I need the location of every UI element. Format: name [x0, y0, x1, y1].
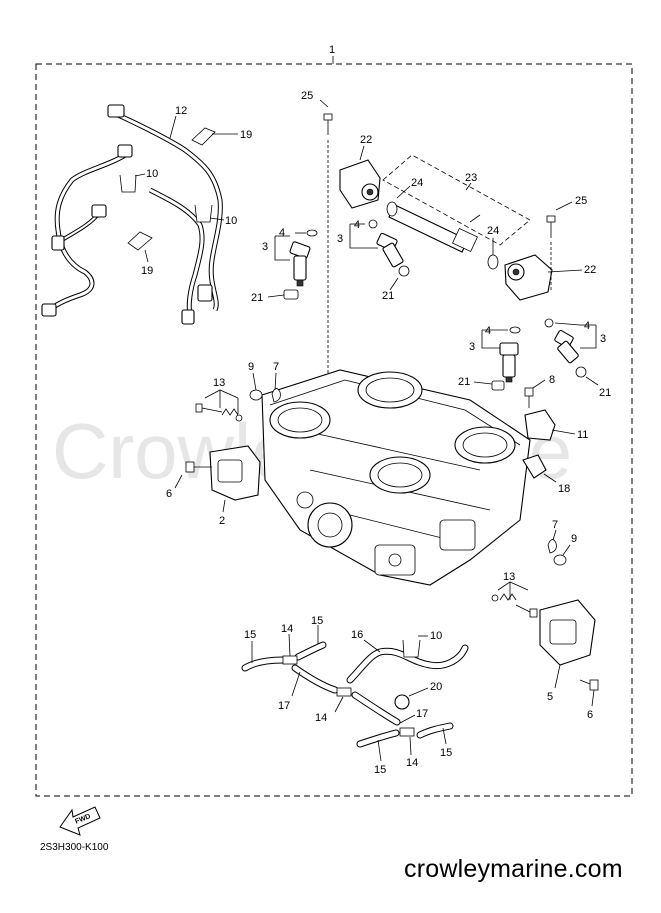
callout-13a: 13 [213, 377, 225, 389]
o-ring [544, 318, 554, 328]
fuel-injector [499, 342, 519, 383]
plug [249, 389, 263, 401]
throttle-body-assembly [261, 369, 531, 586]
intake-pressure-sensor [524, 409, 556, 441]
callout-4c: 4 [485, 325, 491, 337]
callout-7a: 7 [273, 361, 279, 373]
injector-cap [283, 289, 299, 300]
callout-3c: 3 [469, 341, 475, 353]
callout-8: 8 [549, 374, 555, 386]
callout-12: 12 [175, 105, 187, 117]
o-ring [509, 326, 521, 334]
fuel-injector [289, 241, 311, 287]
callout-25a: 25 [301, 90, 313, 102]
bolt [524, 387, 534, 408]
assembly-boundary [35, 63, 633, 797]
fuel-rail-pipe [388, 204, 481, 253]
clip [547, 539, 557, 554]
injector-cap [575, 366, 587, 378]
callout-18: 18 [558, 483, 570, 495]
temperature-sensor [522, 454, 547, 479]
adjusting-screw-set [195, 403, 243, 422]
callout-5: 5 [547, 691, 553, 703]
screw [546, 215, 556, 238]
website-label: crowleymarine.com [404, 855, 623, 883]
plug [553, 554, 567, 566]
callout-25b: 25 [575, 195, 587, 207]
callout-19b: 19 [141, 265, 153, 277]
callout-4d: 4 [584, 320, 590, 332]
harness-clamp [119, 174, 213, 223]
callout-4b: 4 [354, 219, 360, 231]
callout-17b: 17 [416, 708, 428, 720]
callout-13b: 13 [503, 571, 515, 583]
callout-11: 11 [577, 429, 588, 441]
callout-3a: 3 [262, 241, 268, 253]
callout-10a: 10 [146, 168, 158, 180]
callout-9b: 9 [571, 533, 577, 545]
fuel-delivery-head [339, 159, 381, 209]
adjusting-screw-set [491, 593, 538, 618]
callout-15a: 15 [244, 629, 256, 641]
callout-24b: 24 [487, 225, 499, 237]
fuel-rail-group-boundary [382, 154, 531, 246]
forward-direction-arrow: FWD [59, 806, 101, 836]
fuel-injector [554, 329, 579, 364]
callout-21a: 21 [251, 292, 263, 304]
callout-17a: 17 [278, 700, 290, 712]
callout-15b: 15 [311, 615, 323, 627]
o-ring [386, 201, 398, 217]
callout-4a: 4 [279, 227, 285, 239]
clip [271, 388, 281, 403]
callout-14c: 14 [406, 757, 418, 769]
injector-cap [491, 380, 505, 391]
o-ring [306, 229, 318, 237]
o-ring [368, 219, 378, 229]
leader-12 [169, 115, 177, 139]
injector-cap [398, 265, 410, 277]
callout-1: 1 [329, 44, 335, 56]
callout-6a: 6 [166, 488, 172, 500]
callout-21d: 21 [599, 387, 611, 399]
callout-15d: 15 [374, 764, 386, 776]
callout-16: 16 [351, 629, 363, 641]
vacuum-hose-set [241, 641, 469, 748]
callout-10b: 10 [225, 215, 237, 227]
callout-21c: 21 [458, 376, 470, 388]
callout-14a: 14 [281, 623, 293, 635]
callout-24a: 24 [411, 177, 423, 189]
callout-21b: 21 [382, 290, 394, 302]
callout-2: 2 [219, 515, 225, 527]
throttle-position-sensor [209, 445, 261, 501]
harness-band [127, 127, 216, 251]
callout-10c: 10 [430, 630, 442, 642]
hose-joint [394, 694, 410, 710]
screw [323, 113, 333, 135]
hose-clamp [402, 639, 421, 658]
callout-14b: 14 [315, 712, 327, 724]
o-ring [487, 254, 499, 270]
throttle-position-sensor [539, 599, 596, 666]
callout-3d: 3 [600, 333, 606, 345]
bolt [185, 461, 212, 473]
fuel-delivery-head [504, 254, 553, 301]
diagram-code: 2S3H300-K100 [40, 842, 109, 853]
callout-20: 20 [430, 681, 442, 693]
callout-22b: 22 [584, 264, 596, 276]
callout-6b: 6 [587, 709, 593, 721]
callout-7b: 7 [552, 519, 558, 531]
callout-15c: 15 [440, 747, 452, 759]
callout-23: 23 [465, 172, 477, 184]
callout-9a: 9 [248, 361, 254, 373]
fuel-injector [376, 232, 404, 268]
wire-harness [41, 104, 223, 325]
callout-3b: 3 [337, 233, 343, 245]
callout-22a: 22 [360, 134, 372, 146]
callout-19a: 19 [240, 129, 252, 141]
bolt [579, 679, 599, 691]
